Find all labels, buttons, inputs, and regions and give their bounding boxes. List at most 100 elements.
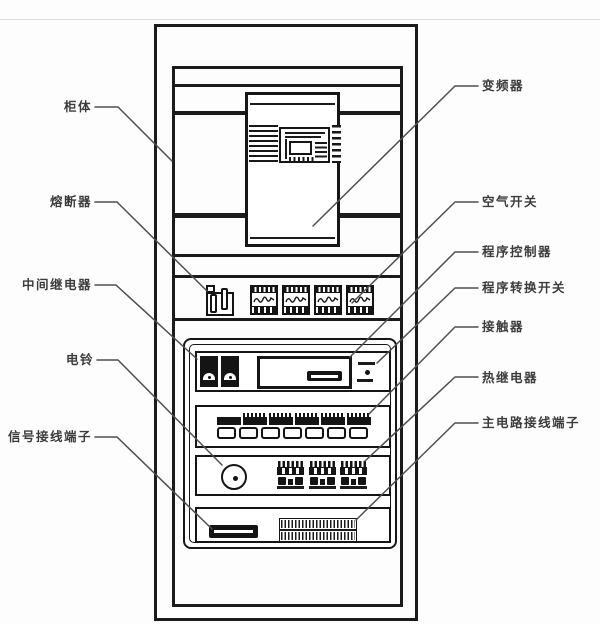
thermal-relay-unit [277, 461, 304, 489]
module-top-terminals [316, 287, 340, 293]
display-keys [315, 142, 327, 158]
shelf-line-1 [175, 254, 400, 257]
contactor-segment [269, 413, 293, 425]
inverter-display-panel [279, 127, 330, 163]
module-wave-glyph [349, 296, 371, 303]
inverter-side-strip [332, 125, 341, 163]
shelf-line-2 [175, 275, 400, 278]
controller-display-slot [307, 371, 342, 381]
fuse-cartridge-left [210, 294, 217, 313]
contactor-segment [321, 413, 345, 425]
selector-knob-dot [365, 370, 370, 375]
contactor-segment [243, 413, 267, 425]
air-switch-module [314, 285, 342, 315]
label-electric-bell: 电铃 [65, 353, 94, 367]
thermal-top-comb [341, 461, 366, 467]
label-program-controller: 程序控制器 [482, 245, 553, 259]
module-wave-glyph [253, 296, 275, 303]
thermal-top-comb [278, 461, 303, 467]
fuse-cartridge-right [221, 288, 228, 310]
contactor-base [217, 427, 236, 439]
module-top-terminals [284, 287, 308, 293]
controller-slot-stripe [311, 374, 338, 378]
main-circuit-terminal-block [279, 518, 357, 542]
electric-bell [221, 464, 247, 490]
thermal-baseline [340, 486, 367, 489]
display-divider [285, 139, 287, 159]
label-main-circuit-terminal-block: 主电路接线端子 [482, 416, 581, 430]
relay-indicator-dot [229, 376, 232, 379]
thermal-foot-left [341, 477, 349, 485]
signal-terminal-stripe [214, 530, 253, 533]
thermal-leg [288, 479, 293, 485]
thermal-foot-right [295, 477, 303, 485]
inverter-bottom-line [250, 237, 335, 239]
thermal-foot-right [327, 477, 335, 485]
program-selector-switch [355, 358, 379, 386]
label-cabinet-body: 柜体 [63, 100, 92, 114]
label-air-switch: 空气开关 [482, 195, 539, 209]
thermal-terminal-band [340, 467, 367, 475]
contactor-segment [347, 413, 371, 425]
contactor-row [217, 413, 373, 441]
thermal-foot-left [310, 477, 318, 485]
contactor-segment [217, 413, 241, 425]
fuse-unit [206, 285, 234, 316]
module-bottom-terminals [348, 306, 372, 313]
label-intermediate-relay: 中间继电器 [21, 278, 92, 292]
intermediate-relay-unit [221, 356, 239, 387]
thermal-leg [351, 479, 356, 485]
air-switch-module [250, 285, 278, 315]
intermediate-relay-unit [200, 356, 218, 387]
bell-center-dot [233, 476, 238, 481]
main-terminal-comb-bottom [281, 532, 355, 540]
thermal-leg [320, 479, 325, 485]
contactor-base [349, 427, 368, 439]
contactor-base [327, 427, 346, 439]
label-contactor: 接触器 [482, 320, 525, 334]
thermal-terminal-band [309, 467, 336, 475]
contactor-base [239, 427, 258, 439]
module-bottom-terminals [316, 306, 340, 313]
thermal-baseline [277, 486, 304, 489]
main-terminal-comb-top [281, 520, 355, 528]
module-wave-glyph [317, 296, 339, 303]
label-signal-terminal-block: 信号接线端子 [7, 430, 92, 444]
signal-terminal-block [209, 525, 258, 538]
contactor-base [261, 427, 280, 439]
label-fuse: 熔断器 [49, 195, 92, 209]
thermal-relay-unit [309, 461, 336, 489]
selector-bottom-bar [357, 379, 373, 382]
thermal-foot-right [358, 477, 366, 485]
display-line-2 [285, 136, 321, 138]
page-top-rule [0, 19, 600, 20]
contactor-base [305, 427, 324, 439]
relay-indicator-dot [208, 376, 211, 379]
contactor-segment [295, 413, 319, 425]
air-switch-module [282, 285, 310, 315]
program-controller-unit [257, 356, 352, 389]
display-line-1 [285, 132, 325, 134]
contactor-base [283, 427, 302, 439]
inverter-label-block [249, 125, 278, 163]
inverter-top-line [250, 103, 335, 105]
label-inverter: 变频器 [482, 79, 525, 93]
module-wave-glyph [285, 296, 307, 303]
module-top-terminals [252, 287, 276, 293]
thermal-top-comb [310, 461, 335, 467]
inverter-unit [245, 92, 341, 247]
thermal-foot-left [278, 477, 286, 485]
main-terminal-midline [280, 529, 356, 531]
fuse-body [206, 292, 234, 316]
inverter-screen [289, 141, 312, 155]
thermal-baseline [309, 486, 336, 489]
module-bottom-terminals [284, 306, 308, 313]
shelf-line-3 [175, 318, 400, 321]
top-band-line [175, 84, 400, 87]
label-program-selector-switch: 程序转换开关 [482, 281, 567, 295]
module-top-terminals [348, 287, 372, 293]
thermal-terminal-band [277, 467, 304, 475]
air-switch-module [346, 285, 374, 315]
display-bottom-ticks [289, 157, 315, 161]
